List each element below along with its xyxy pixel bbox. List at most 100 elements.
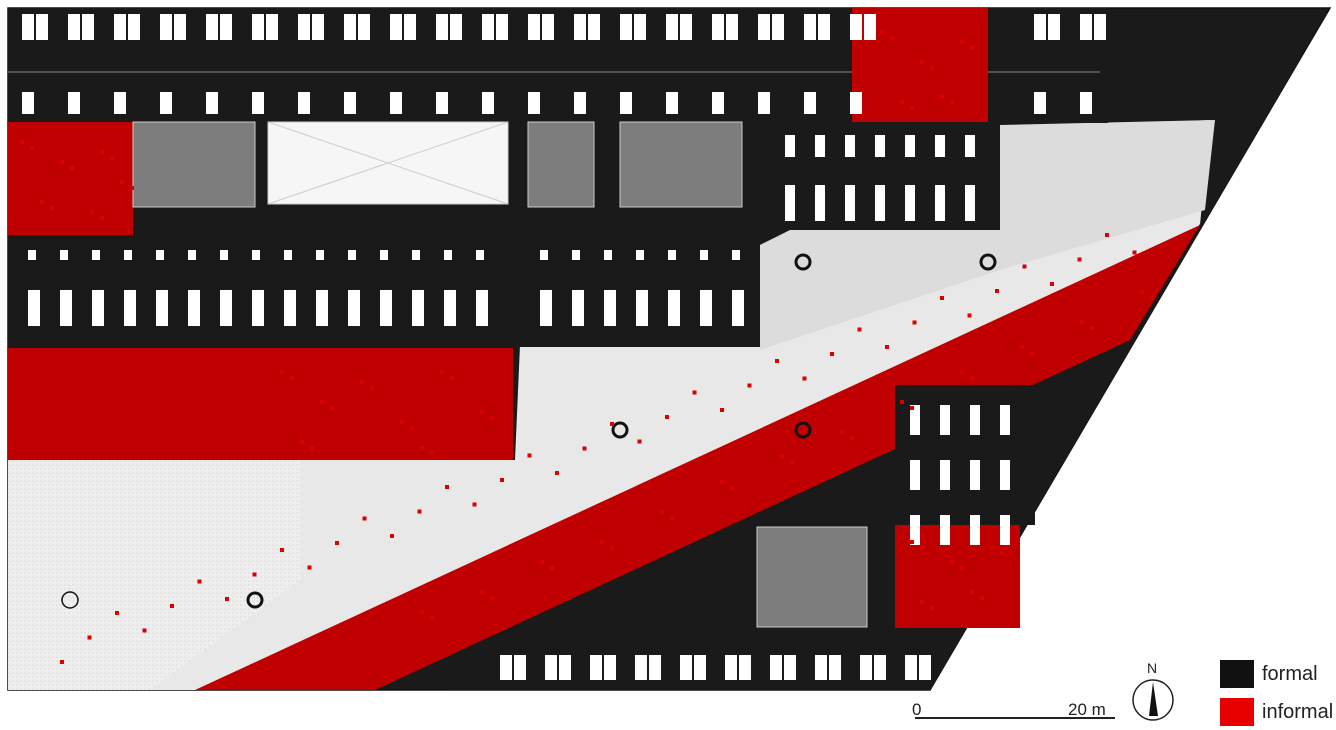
desk-mid-row	[668, 290, 680, 326]
chair	[87, 635, 92, 640]
desk-east	[940, 515, 950, 545]
desk-mid-small	[92, 250, 100, 260]
desk-east	[940, 460, 950, 490]
chair	[480, 590, 484, 594]
chair	[60, 660, 64, 664]
chair	[115, 611, 119, 615]
furniture-chairs	[20, 30, 1154, 664]
chair	[197, 579, 202, 584]
desk-top-row	[436, 14, 448, 40]
chair	[472, 502, 477, 507]
desk-mid-small	[252, 250, 260, 260]
formal-zone-southeast	[450, 8, 1330, 690]
desk-northeast	[875, 185, 885, 221]
desk-second-row	[804, 92, 816, 114]
desk-top-row	[482, 14, 494, 40]
desk-top-row	[666, 14, 678, 40]
desk-mid-row	[700, 290, 712, 326]
desk-bottom-row	[590, 655, 602, 680]
chair	[692, 390, 697, 395]
chair	[660, 510, 664, 514]
legend-label-informal: informal	[1262, 700, 1334, 723]
desk-mid-row	[60, 290, 72, 326]
desk-mid-small	[188, 250, 196, 260]
chair	[582, 446, 587, 451]
chair	[170, 604, 174, 608]
desk-mid-small	[540, 250, 548, 260]
chair	[280, 370, 284, 374]
chair	[50, 206, 54, 210]
desk-mid-row	[220, 290, 232, 326]
chair	[910, 106, 914, 110]
legend-item-formal: formal	[1220, 660, 1318, 688]
desk-top-row	[266, 14, 278, 40]
desk-top-row	[450, 14, 462, 40]
desk-mid-small	[380, 250, 388, 260]
desk-mid-small	[124, 250, 132, 260]
desk-bottom-row	[559, 655, 571, 680]
desk-bottom-row	[635, 655, 647, 680]
desk-second-row	[850, 92, 862, 114]
desk-top-row	[114, 14, 126, 40]
chair	[420, 610, 424, 614]
chair	[920, 60, 924, 64]
chair	[885, 345, 889, 349]
chair	[960, 566, 964, 570]
desk-second-row	[390, 92, 402, 114]
chair	[1022, 264, 1027, 269]
desk-mid-small	[572, 250, 580, 260]
desk-bottom-row	[649, 655, 661, 680]
chair	[450, 376, 454, 380]
desk-mid-small	[60, 250, 68, 260]
desk-bottom-row	[500, 655, 512, 680]
desk-mid-small	[700, 250, 708, 260]
desk-bottom-row	[770, 655, 782, 680]
desk-second-row	[574, 92, 586, 114]
desk-mid-row	[284, 290, 296, 326]
chair	[252, 572, 257, 577]
desk-northeast	[875, 135, 885, 157]
desk-top-row	[758, 14, 770, 40]
desk-second-row	[1034, 92, 1046, 114]
chair	[802, 376, 807, 381]
desk-bottom-row	[545, 655, 557, 680]
desk-top-row	[36, 14, 48, 40]
chair	[540, 560, 544, 564]
chair	[910, 406, 914, 410]
atrium-upper-light	[760, 120, 1215, 350]
desk-top-row	[220, 14, 232, 40]
chair	[1050, 282, 1054, 286]
desk-mid-row	[476, 290, 488, 326]
chair	[920, 546, 924, 550]
chair	[1030, 351, 1034, 355]
desk-east	[910, 405, 920, 435]
desk-bottom-row	[604, 655, 616, 680]
desk-northeast	[815, 185, 825, 221]
chair	[940, 296, 944, 300]
chair	[390, 534, 394, 538]
desk-east	[970, 405, 980, 435]
chair	[1080, 320, 1084, 324]
desk-mid-small	[636, 250, 644, 260]
legend-label-formal: formal	[1262, 662, 1318, 685]
chair	[1090, 326, 1094, 330]
scale-start-label: 0	[912, 700, 922, 719]
desk-mid-small	[476, 250, 484, 260]
desk-mid-row	[156, 290, 168, 326]
desk-top-row	[634, 14, 646, 40]
desk-mid-row	[636, 290, 648, 326]
chair	[747, 383, 752, 388]
desk-top-row	[680, 14, 692, 40]
desk-top-row	[206, 14, 218, 40]
chair	[960, 370, 964, 374]
desk-top-row	[818, 14, 830, 40]
chair	[100, 150, 104, 154]
chair	[527, 453, 532, 458]
desk-top-row	[1094, 14, 1106, 40]
desk-mid-small	[284, 250, 292, 260]
desk-second-row	[22, 92, 34, 114]
chair	[1140, 290, 1144, 294]
legend-swatch-formal	[1220, 660, 1254, 688]
desk-mid-row	[252, 290, 264, 326]
